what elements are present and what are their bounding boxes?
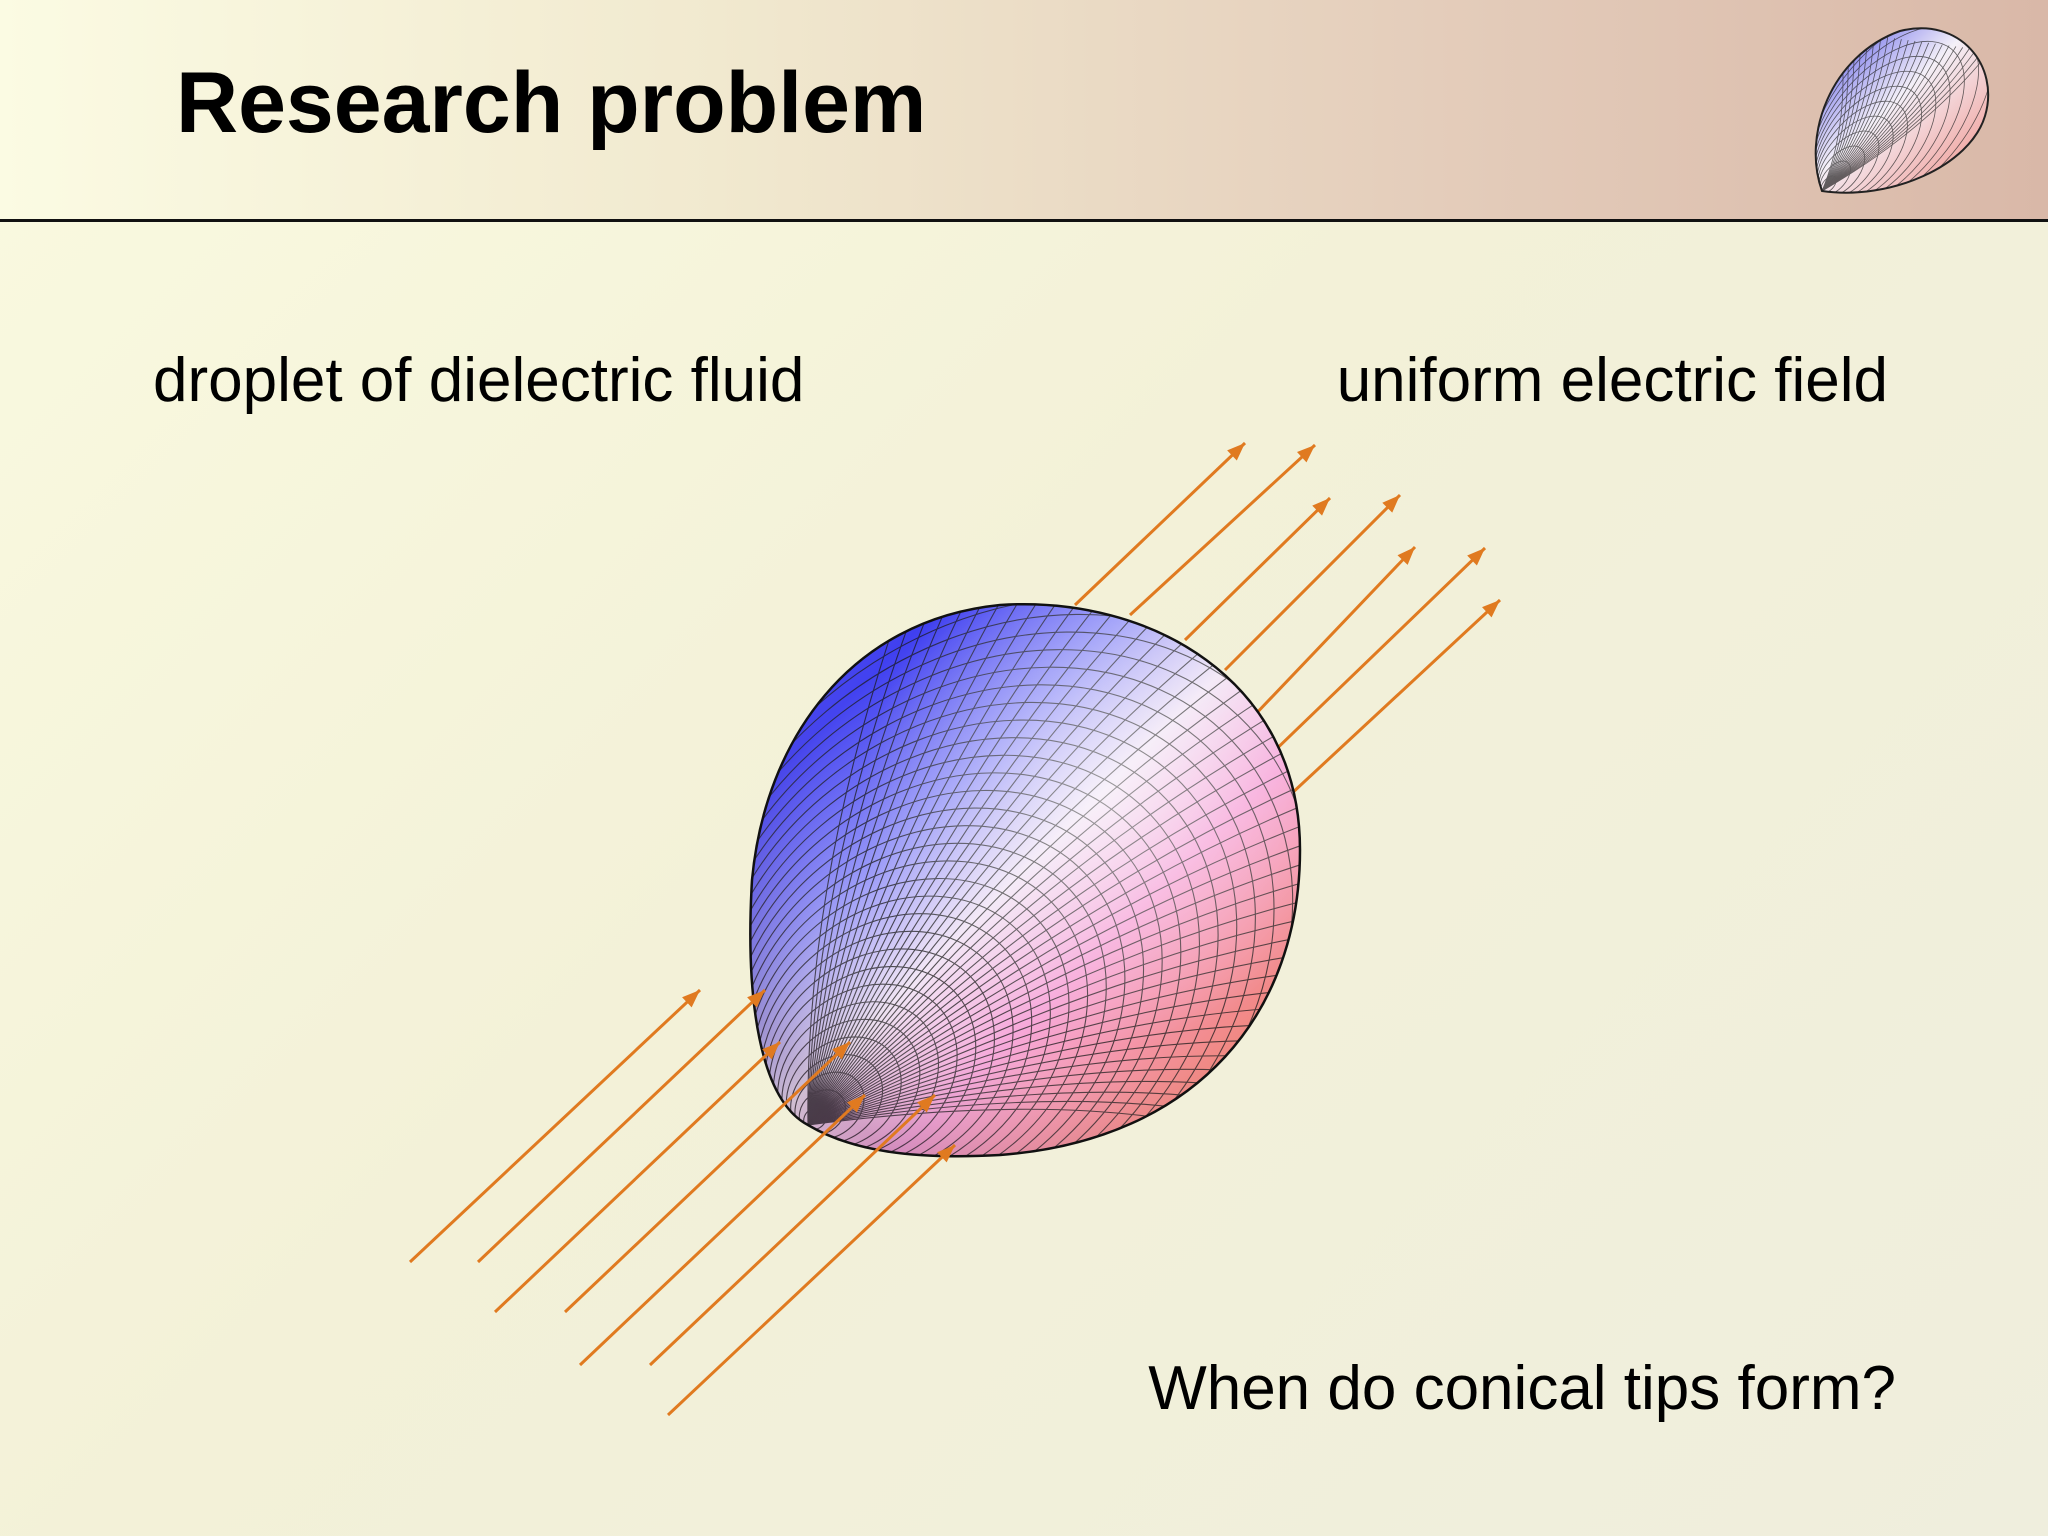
header-divider [0, 219, 2048, 222]
question-label: When do conical tips form? [1148, 1354, 1896, 1423]
field-arrow-icon [648, 1093, 937, 1367]
field-arrow-icon [666, 1143, 957, 1417]
field-label: uniform electric field [1336, 346, 1888, 415]
field-arrow-icon [563, 1040, 852, 1314]
field-arrow-icon [1073, 441, 1247, 607]
droplet-logo-icon [1814, 27, 1990, 194]
field-arrow-icon [1288, 598, 1502, 797]
field-arrow-icon [1263, 546, 1487, 762]
field-arrow-icon [408, 988, 702, 1264]
field-arrows-back [1073, 441, 1502, 797]
field-arrow-icon [493, 1040, 782, 1314]
field-arrow-icon [476, 988, 767, 1264]
field-arrow-icon [1183, 496, 1332, 642]
field-arrow-icon [1223, 493, 1402, 672]
field-arrow-icon [1128, 443, 1317, 617]
droplet-label: droplet of dielectric fluid [153, 346, 805, 415]
slide-title: Research problem [176, 55, 927, 151]
field-arrow-icon [578, 1093, 867, 1367]
field-arrow-icon [1248, 545, 1417, 722]
field-arrows-front [408, 988, 957, 1417]
slide-header [0, 0, 2048, 220]
